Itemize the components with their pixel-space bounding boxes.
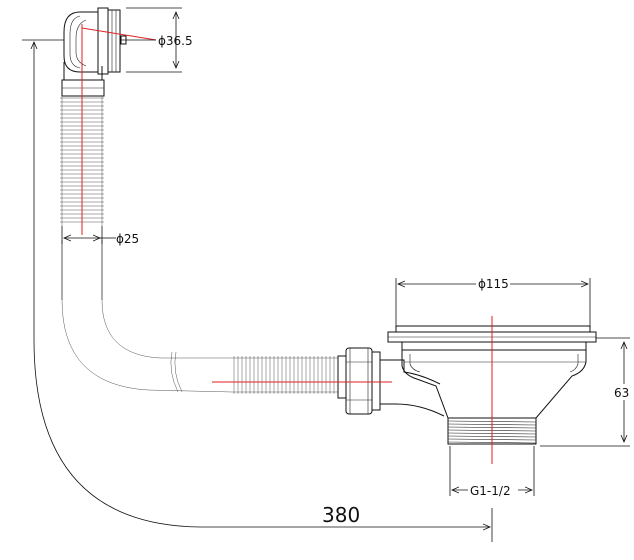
dim-height: 63 — [540, 337, 634, 447]
hose-diameter-label: ϕ25 — [116, 232, 139, 246]
overflow-head — [61, 7, 127, 97]
basket-diameter-label: ϕ115 — [478, 277, 509, 291]
overflow-diameter-label: ϕ36.5 — [158, 34, 193, 48]
hose-bend — [61, 240, 233, 393]
dim-overall-length: 380 — [22, 39, 493, 542]
dim-overflow-diameter: ϕ36.5 — [120, 7, 193, 73]
thread-label: G1-1/2 — [470, 484, 511, 498]
centerlines — [81, 24, 493, 464]
horizontal-hose — [232, 356, 338, 394]
overall-length-label: 380 — [322, 503, 360, 527]
height-label: 63 — [614, 386, 629, 400]
dim-hose-diameter: ϕ25 — [61, 226, 139, 246]
dim-basket-diameter: ϕ115 — [395, 276, 591, 326]
